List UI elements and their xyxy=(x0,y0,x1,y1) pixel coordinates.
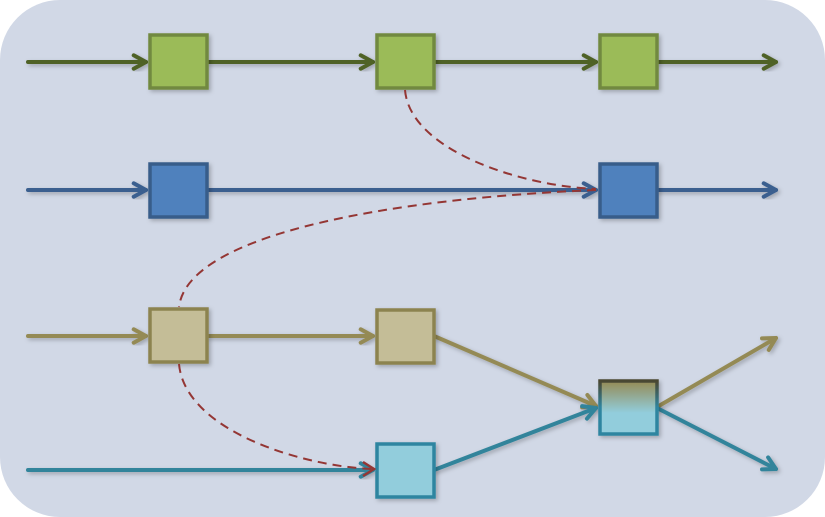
green-lane-arrow xyxy=(26,53,148,71)
tan-task-box xyxy=(148,307,209,364)
arrowhead-icon xyxy=(580,404,598,421)
dependency-green-to-blue xyxy=(404,89,597,190)
green-task-box xyxy=(148,33,209,90)
tan-split-arrow xyxy=(655,336,778,409)
dependency-tan-to-teal xyxy=(178,363,373,470)
arrowhead-icon xyxy=(131,53,148,71)
teal-task-box xyxy=(375,442,436,499)
arrowhead-icon xyxy=(761,53,778,71)
arrowhead-icon xyxy=(131,327,148,345)
dependency-arrowhead-icon xyxy=(362,460,377,478)
merged-task-box xyxy=(598,379,659,436)
arrowhead-icon xyxy=(581,53,598,71)
blue-task-box xyxy=(598,162,659,219)
green-lane-arrow xyxy=(206,53,375,71)
green-task-box xyxy=(375,33,436,90)
green-lane-arrow xyxy=(432,53,598,71)
arrowhead-icon xyxy=(131,181,148,199)
dependency-blue-to-tan xyxy=(178,189,597,308)
tan-lane-arrow xyxy=(26,327,148,345)
blue-lane-arrow xyxy=(655,181,778,199)
green-task-box xyxy=(598,33,659,90)
blue-lane-arrow xyxy=(26,181,148,199)
arrowhead-icon xyxy=(760,455,778,472)
arrowhead-icon xyxy=(358,327,375,345)
arrowhead-icon xyxy=(760,336,778,352)
tan-task-box xyxy=(375,308,436,365)
tan-lane-arrow xyxy=(206,327,375,345)
teal-split-arrow xyxy=(655,406,778,472)
blue-task-box xyxy=(148,162,209,219)
green-lane-arrow xyxy=(655,53,778,71)
teal-merge-arrow xyxy=(432,404,598,472)
arrowhead-icon xyxy=(761,181,778,199)
arrowhead-icon xyxy=(358,53,375,71)
